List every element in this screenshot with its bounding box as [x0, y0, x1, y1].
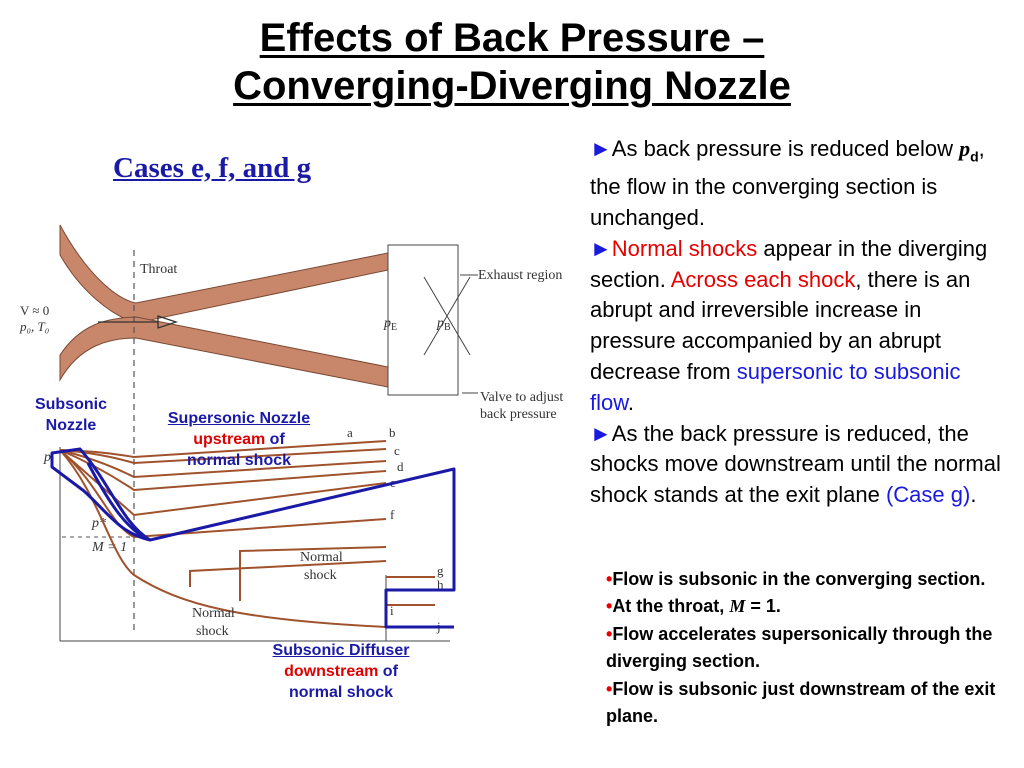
- curve-supersonic: [59, 449, 387, 628]
- diffuser-outline: [384, 610, 454, 629]
- curve-letter-i: i: [390, 603, 394, 618]
- nozzle-diagram: Throat V ≈ 0 p₀, T₀ Exhaust region pE pB…: [19, 224, 563, 642]
- valve-cross-2: [423, 276, 471, 356]
- supersonic-nozzle-outline: [86, 462, 456, 610]
- p-axis-label: p: [43, 450, 51, 465]
- normal-shock-2-line1: Normal: [192, 606, 235, 621]
- bullet-list: •Flow is subsonic in the converging sect…: [606, 566, 1006, 730]
- nozzle-lower-wall: [59, 316, 389, 388]
- bullet-2-text-b: = 1.: [745, 596, 781, 617]
- slide-title: Effects of Back Pressure – Converging-Di…: [0, 14, 1024, 110]
- bullet-dot-3: •: [606, 623, 613, 644]
- curve-letter-f: f: [390, 507, 395, 522]
- p2-text-c: .: [627, 389, 635, 415]
- arrow-2: ►: [590, 235, 612, 261]
- valve-label-2: back pressure: [480, 407, 557, 422]
- p1-sub: d: [970, 148, 979, 165]
- curve-letter-a: a: [347, 425, 353, 440]
- subsonic-nozzle-line2: Nozzle: [45, 417, 97, 434]
- valve-label-1: Valve to adjust: [480, 390, 563, 405]
- title-line-2: Converging-Diverging Nozzle: [233, 64, 791, 108]
- nozzle-upper-wall: [59, 224, 389, 324]
- po-to-label: p₀, T₀: [19, 319, 49, 334]
- paragraph-2: ►Normal shocks appear in the diverging s…: [590, 234, 1010, 419]
- p3-text-a: As the back pressure is reduced, the sho…: [590, 420, 1001, 508]
- paragraph-3: ►As the back pressure is reduced, the sh…: [590, 419, 1010, 511]
- subsonic-nozzle-annotation: Subsonic Nozzle: [18, 394, 124, 436]
- v-label: V ≈ 0: [20, 303, 49, 318]
- p3-text-c: .: [970, 482, 977, 508]
- p1-text-a: As back pressure is reduced below: [611, 136, 960, 161]
- pe-sub: E: [391, 322, 397, 333]
- bullet-dot-4: •: [606, 678, 613, 699]
- paragraph-1: ►As back pressure is reduced below pd, t…: [590, 134, 1010, 234]
- curve-shock-2: [189, 560, 387, 587]
- bullet-2: •At the throat, M = 1.: [606, 593, 1006, 620]
- p3-blue: (Case g): [885, 482, 971, 508]
- throat-label: Throat: [140, 262, 177, 277]
- arrow-3: ►: [590, 420, 612, 446]
- normal-shock-1-line1: Normal: [300, 550, 343, 565]
- curve-letter-h: h: [437, 577, 444, 592]
- p1-text-b: , the flow in the converging section is …: [590, 136, 985, 230]
- pb-sub: B: [444, 322, 451, 333]
- bullet-4-text: Flow is subsonic just downstream of the …: [606, 678, 996, 727]
- title-line-1: Effects of Back Pressure –: [259, 16, 765, 60]
- p2-text-b: , there is an abrupt and irreversible in…: [590, 266, 971, 384]
- svg-text:pB: pB: [436, 316, 451, 333]
- pe-label: p: [383, 316, 391, 331]
- bullet-3-text: Flow accelerates supersonically through …: [606, 623, 993, 672]
- p2-blue: supersonic to subsonic flow: [590, 358, 961, 415]
- bullet-dot-2: •: [606, 596, 613, 617]
- arrow-1: ►: [590, 136, 612, 161]
- upstream-label: upstream: [193, 431, 266, 448]
- curve-letter-d: d: [397, 459, 404, 474]
- of-label-2: of: [378, 663, 398, 680]
- subsonic-diffuser-annotation: Subsonic Diffuser downstream of normal s…: [248, 640, 434, 703]
- curve-d: [59, 449, 387, 492]
- bullet-2-math: M: [729, 596, 746, 617]
- bullet-2-text-a: At the throat,: [612, 596, 730, 617]
- curve-shock-1: [239, 546, 387, 601]
- normal-shock-label-b: normal shock: [288, 684, 394, 701]
- p2-red-1: Normal shocks: [611, 235, 758, 261]
- bullet-4: •Flow is subsonic just downstream of the…: [606, 676, 1006, 731]
- subsonic-diffuser-label: Subsonic Diffuser: [272, 642, 410, 659]
- p2-text-a: appear in the diverging section.: [590, 235, 988, 292]
- bullet-1: •Flow is subsonic in the converging sect…: [606, 566, 1006, 593]
- curve-letter-g: g: [437, 563, 444, 578]
- cases-subtitle: Cases e, f, and g: [113, 152, 312, 184]
- curve-c: [59, 449, 387, 479]
- normal-shock-2-line2: shock: [196, 624, 229, 639]
- svg-text:pE: pE: [383, 316, 397, 333]
- m1-label: M = 1: [91, 540, 127, 555]
- bullet-3: •Flow accelerates supersonically through…: [606, 621, 1006, 676]
- subsonic-nozzle-line1: Subsonic: [34, 396, 107, 413]
- of-label-1: of: [265, 431, 285, 448]
- bullet-1-text: Flow is subsonic in the converging secti…: [612, 569, 986, 589]
- p2-red-2: Across each shock: [670, 266, 856, 292]
- pb-label: p: [436, 316, 444, 331]
- supersonic-nozzle-annotation: Supersonic Nozzle upstream of normal sho…: [146, 408, 332, 471]
- flow-arrow-head: [157, 315, 179, 329]
- curve-f: [59, 449, 387, 539]
- explanation-text: ►As back pressure is reduced below pd, t…: [590, 134, 1010, 511]
- normal-shock-1-line2: shock: [304, 568, 337, 583]
- exhaust-region-label: Exhaust region: [478, 268, 562, 283]
- curve-letter-b: b: [389, 425, 396, 440]
- exhaust-region: [387, 244, 459, 396]
- bullet-dot-1: •: [606, 569, 613, 589]
- downstream-label: downstream: [284, 663, 379, 680]
- supersonic-nozzle-label: Supersonic Nozzle: [167, 410, 311, 427]
- subsonic-nozzle-outline: [50, 447, 152, 542]
- normal-shock-label-a: normal shock: [186, 452, 292, 469]
- curve-letter-c: c: [394, 443, 400, 458]
- p1-var: p: [959, 136, 971, 161]
